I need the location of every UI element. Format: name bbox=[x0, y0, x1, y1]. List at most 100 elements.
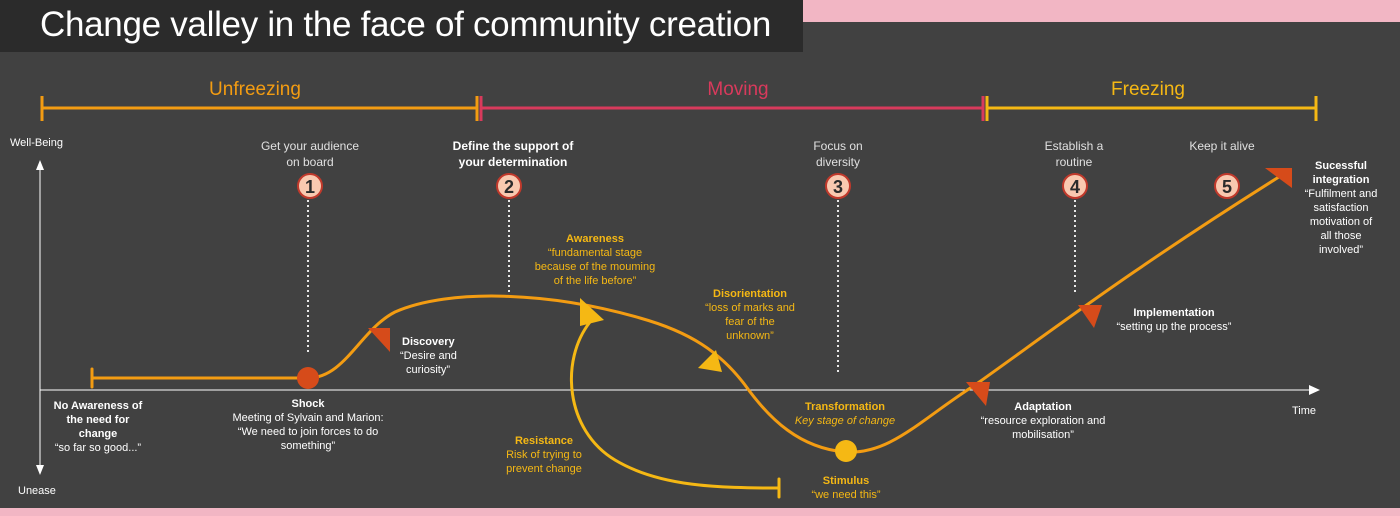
svg-text:Transformation: Transformation bbox=[805, 401, 885, 413]
svg-text:the need for: the need for bbox=[67, 414, 131, 426]
label-discovery: Discovery “Desire and curiosity” bbox=[400, 336, 457, 376]
label-shock: Shock Meeting of Sylvain and Marion: “We… bbox=[232, 398, 383, 452]
page-title: Change valley in the face of community c… bbox=[40, 5, 772, 44]
svg-text:Sucessful: Sucessful bbox=[1315, 160, 1367, 172]
svg-text:5: 5 bbox=[1222, 177, 1232, 197]
step-2-badge: 2 bbox=[496, 173, 522, 199]
svg-text:curiosity”: curiosity” bbox=[406, 364, 450, 376]
resistance-loop bbox=[570, 320, 781, 490]
label-implementation: Implementation “setting up the process” bbox=[1117, 307, 1232, 333]
step-4-badge: 4 bbox=[1062, 173, 1088, 199]
shock-point bbox=[297, 367, 319, 389]
diagram-panel bbox=[0, 22, 1400, 508]
svg-text:Discovery: Discovery bbox=[402, 336, 455, 348]
svg-text:of the life before”: of the life before” bbox=[554, 275, 637, 287]
svg-text:“Fulfilment and: “Fulfilment and bbox=[1305, 188, 1378, 200]
label-disorientation: Disorientation “loss of marks and fear o… bbox=[705, 288, 795, 342]
step-1-line2: on board bbox=[286, 155, 333, 169]
svg-text:Key stage of change: Key stage of change bbox=[795, 415, 895, 427]
svg-text:motivation of: motivation of bbox=[1310, 216, 1373, 228]
axes: Well-Being Unease Time bbox=[10, 137, 1320, 497]
svg-text:“Desire and: “Desire and bbox=[400, 350, 457, 362]
svg-text:satisfaction: satisfaction bbox=[1313, 202, 1368, 214]
phase-bars: Unfreezing Moving Freezing bbox=[40, 79, 1318, 121]
svg-text:“resource exploration and: “resource exploration and bbox=[981, 415, 1106, 427]
svg-text:because of the mouming: because of the mouming bbox=[535, 261, 655, 273]
label-resistance: Resistance Risk of trying to prevent cha… bbox=[506, 435, 582, 475]
x-axis-label: Time bbox=[1292, 405, 1316, 417]
step-1-badge: 1 bbox=[297, 173, 323, 199]
dotted-guides bbox=[307, 200, 1076, 372]
svg-text:4: 4 bbox=[1070, 177, 1080, 197]
svg-text:fear of the: fear of the bbox=[725, 316, 775, 328]
adaptation-marker bbox=[966, 382, 990, 406]
step-3-line1: Focus on bbox=[813, 139, 862, 153]
svg-text:“setting up the process”: “setting up the process” bbox=[1117, 321, 1232, 333]
svg-text:all those: all those bbox=[1321, 230, 1362, 242]
svg-text:“we need this”: “we need this” bbox=[811, 489, 880, 501]
phase-label-freezing: Freezing bbox=[1111, 79, 1185, 100]
phase-label-unfreezing: Unfreezing bbox=[209, 79, 301, 100]
x-axis-arrow bbox=[1309, 385, 1320, 395]
label-stimulus: Stimulus “we need this” bbox=[811, 475, 880, 501]
svg-text:Risk of trying to: Risk of trying to bbox=[506, 449, 582, 461]
svg-text:3: 3 bbox=[833, 177, 843, 197]
step-4-line1: Establish a bbox=[1045, 139, 1104, 153]
change-curve bbox=[90, 168, 1292, 499]
y-axis-top-label: Well-Being bbox=[10, 137, 63, 149]
svg-text:Awareness: Awareness bbox=[566, 233, 624, 245]
svg-text:mobilisation”: mobilisation” bbox=[1012, 429, 1074, 441]
step-3-line2: diversity bbox=[816, 155, 860, 169]
svg-text:Implementation: Implementation bbox=[1133, 307, 1215, 319]
svg-text:“loss of marks and: “loss of marks and bbox=[705, 302, 795, 314]
disorientation-marker bbox=[698, 350, 722, 372]
svg-text:2: 2 bbox=[504, 177, 514, 197]
svg-text:No Awareness of: No Awareness of bbox=[54, 400, 143, 412]
awareness-marker bbox=[580, 298, 604, 326]
svg-text:Meeting of Sylvain and Marion:: Meeting of Sylvain and Marion: bbox=[232, 412, 383, 424]
step-5-line1: Keep it alive bbox=[1189, 139, 1255, 153]
stimulus-point bbox=[835, 440, 857, 462]
label-adaptation: Adaptation “resource exploration and mob… bbox=[981, 401, 1106, 441]
title-bar: Change valley in the face of community c… bbox=[0, 0, 803, 52]
phase-label-moving: Moving bbox=[707, 79, 768, 100]
step-badges: 1 2 3 4 5 bbox=[297, 173, 1240, 199]
step-1-line1: Get your audience bbox=[261, 139, 359, 153]
implementation-marker bbox=[1078, 305, 1102, 328]
svg-text:unknown”: unknown” bbox=[726, 330, 774, 342]
svg-text:“so far so good...”: “so far so good...” bbox=[55, 442, 142, 454]
y-axis-up-arrow bbox=[36, 160, 44, 170]
step-2-line2: your determination bbox=[459, 155, 568, 169]
svg-text:Resistance: Resistance bbox=[515, 435, 573, 447]
svg-text:1: 1 bbox=[305, 177, 315, 197]
curve-markers bbox=[297, 168, 1292, 462]
svg-text:prevent change: prevent change bbox=[506, 463, 582, 475]
y-axis-down-arrow bbox=[36, 465, 44, 475]
step-3-badge: 3 bbox=[825, 173, 851, 199]
svg-text:involved”: involved” bbox=[1319, 244, 1363, 256]
steps: Get your audience on board Define the su… bbox=[261, 139, 1255, 169]
label-awareness: Awareness “fundamental stage because of … bbox=[535, 233, 655, 287]
label-transformation: Transformation Key stage of change bbox=[795, 401, 895, 427]
svg-text:Shock: Shock bbox=[291, 398, 325, 410]
svg-text:“We need to join forces to do: “We need to join forces to do bbox=[238, 426, 378, 438]
svg-text:integration: integration bbox=[1313, 174, 1370, 186]
step-5-badge: 5 bbox=[1214, 173, 1240, 199]
svg-text:“fundamental stage: “fundamental stage bbox=[548, 247, 642, 259]
integration-marker bbox=[1265, 168, 1292, 188]
label-no-awareness: No Awareness of the need for change “so … bbox=[54, 400, 143, 454]
discovery-marker bbox=[368, 328, 390, 352]
svg-text:something”: something” bbox=[281, 440, 336, 452]
svg-text:change: change bbox=[79, 428, 118, 440]
label-integration: Sucessful integration “Fulfilment and sa… bbox=[1305, 160, 1378, 256]
stage-labels: No Awareness of the need for change “so … bbox=[54, 160, 1378, 501]
svg-text:Stimulus: Stimulus bbox=[823, 475, 869, 487]
svg-text:Disorientation: Disorientation bbox=[713, 288, 787, 300]
step-4-line2: routine bbox=[1056, 155, 1093, 169]
svg-text:Adaptation: Adaptation bbox=[1014, 401, 1072, 413]
curve-recovery bbox=[843, 168, 1292, 454]
step-2-line1: Define the support of bbox=[453, 139, 575, 153]
y-axis-bottom-label: Unease bbox=[18, 485, 56, 497]
